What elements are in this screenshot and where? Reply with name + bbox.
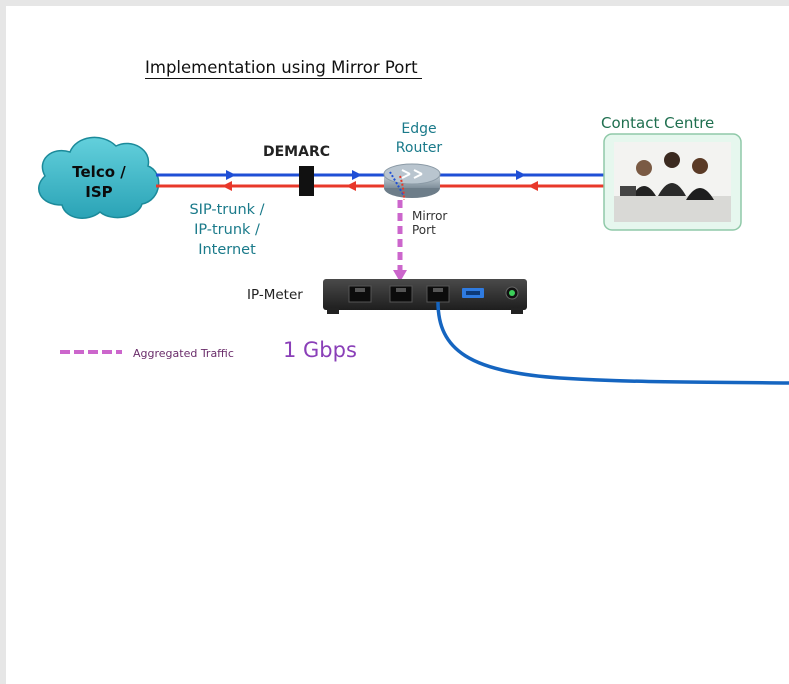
demarc-block <box>299 166 314 196</box>
legend-value: 1 Gbps <box>283 338 357 362</box>
telco-label-line1: Telco / <box>72 163 126 181</box>
mirror-port-label: Mirror Port <box>412 209 462 237</box>
inbound-link <box>156 181 604 191</box>
contact-centre-box <box>603 133 742 231</box>
mirror-port-label-line2: Port <box>412 223 436 237</box>
outbound-link <box>156 170 604 180</box>
link-label: SIP-trunk / IP-trunk / Internet <box>172 200 282 260</box>
telco-label-line2: ISP <box>85 183 113 201</box>
ip-meter-label: IP-Meter <box>247 287 303 303</box>
link-label-line1: SIP-trunk / <box>189 202 265 218</box>
edge-router-label-line2: Router <box>395 140 443 156</box>
ip-meter-device <box>323 279 527 314</box>
mirror-port-link <box>393 200 407 282</box>
demarc-label: DEMARC <box>263 144 331 160</box>
edge-router-icon <box>383 163 441 201</box>
ip-meter-cable <box>436 301 789 385</box>
diagram-title: Implementation using Mirror Port <box>145 58 422 79</box>
edge-router-label-line1: Edge <box>401 121 437 137</box>
legend-label: Aggregated Traffic <box>133 347 234 360</box>
mirror-port-label-line1: Mirror <box>412 209 448 223</box>
contact-centre-label: Contact Centre <box>601 114 715 132</box>
telco-cloud <box>38 136 160 219</box>
link-label-line2: IP-trunk / <box>194 222 260 238</box>
link-label-line3: Internet <box>198 242 256 258</box>
diagram-canvas <box>6 6 789 684</box>
telco-label: Telco / ISP <box>44 162 154 202</box>
edge-router-label: Edge Router <box>389 120 449 158</box>
